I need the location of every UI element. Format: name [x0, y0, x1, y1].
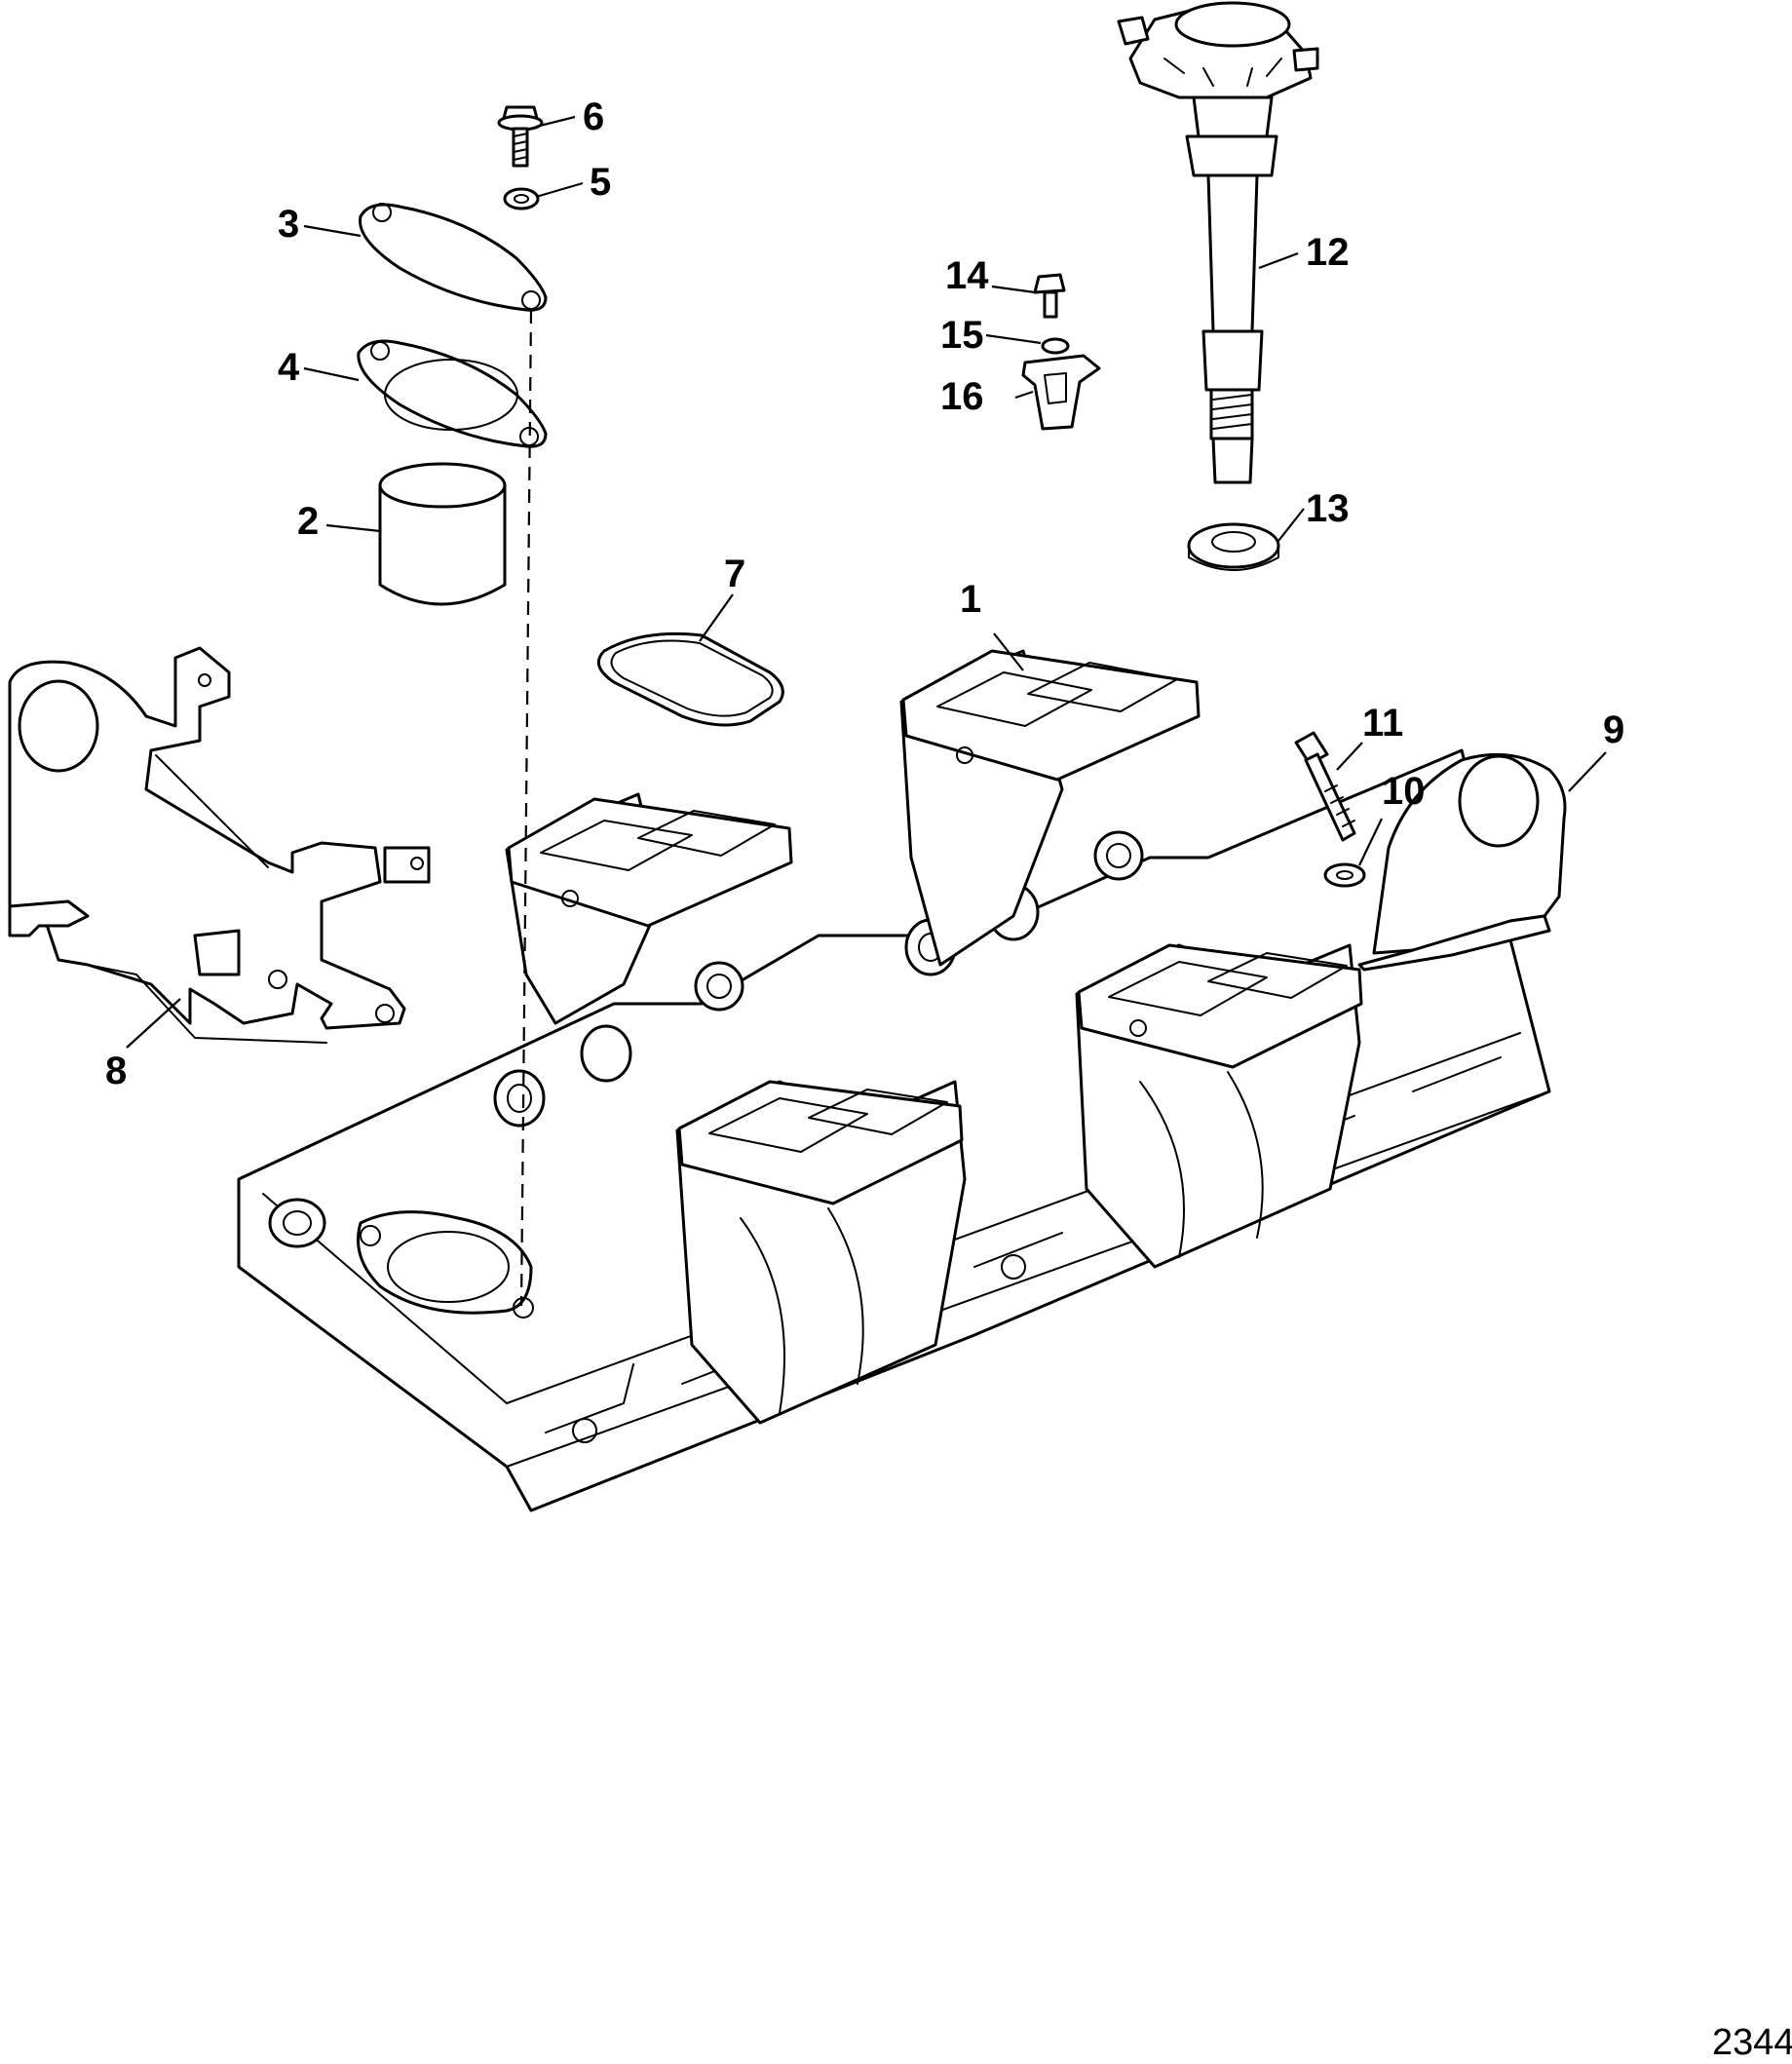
leader-lines — [126, 115, 1607, 1049]
callout-14: 14 — [945, 254, 989, 297]
hold-down-clamp — [1021, 354, 1101, 431]
callout-3: 3 — [278, 203, 299, 246]
long-bolt — [1294, 731, 1356, 842]
callout-9: 9 — [1603, 708, 1624, 751]
callout-10: 10 — [1382, 770, 1426, 813]
alignment-line — [519, 309, 533, 1307]
left-lifting-bracket — [8, 646, 431, 1044]
gasket — [357, 339, 548, 448]
hold-down-screw — [1033, 273, 1066, 319]
callout-2: 2 — [297, 500, 319, 543]
callout-16: 16 — [940, 375, 984, 418]
callout-6: 6 — [583, 96, 604, 138]
seal-ring — [1187, 522, 1280, 571]
callout-1: 1 — [960, 578, 981, 621]
intake-manifold — [237, 649, 1551, 1512]
sleeve — [378, 462, 507, 606]
callout-15: 15 — [940, 314, 984, 357]
thermostat-cover — [359, 203, 548, 312]
callout-4: 4 — [278, 346, 300, 389]
washer — [503, 187, 540, 210]
o-ring-gasket — [596, 631, 784, 727]
callout-13: 13 — [1306, 487, 1350, 530]
callout-12: 12 — [1306, 231, 1350, 274]
washer — [1323, 862, 1366, 888]
distributor — [1117, 1, 1319, 484]
callout-11: 11 — [1362, 702, 1403, 745]
right-lifting-bracket — [1357, 752, 1567, 972]
washer — [1041, 337, 1070, 355]
figure-number: 2344 — [1712, 2022, 1792, 2063]
bolt — [497, 105, 544, 168]
callout-5: 5 — [590, 161, 611, 204]
callout-7: 7 — [724, 553, 745, 595]
callout-8: 8 — [105, 1050, 127, 1092]
callout-labels: 1 2 3 4 5 6 7 8 9 10 11 12 13 14 15 16 — [105, 96, 1624, 1092]
